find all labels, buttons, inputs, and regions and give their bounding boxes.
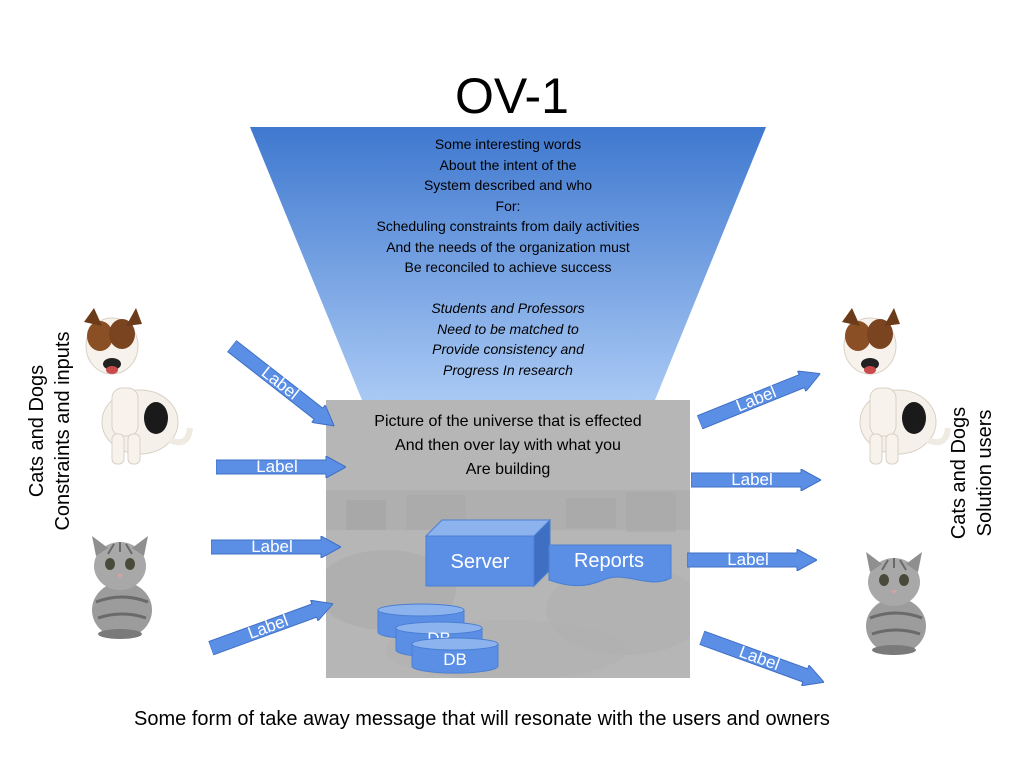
left-side-line1: Cats and Dogs (26, 364, 48, 498)
slide-title: OV-1 (455, 68, 569, 124)
funnel-line-blank (340, 278, 676, 299)
universe-line: Picture of the universe that is effected (374, 413, 642, 430)
funnel-line: And the needs of the organization must (386, 238, 630, 255)
funnel-line: About the intent of the (439, 156, 577, 173)
dog-icon-left (84, 308, 193, 465)
funnel-italic-line: Need to be matched to (437, 320, 579, 337)
left-arrow-label-3: Label (251, 537, 293, 556)
funnel-italic-line: Provide consistency and (432, 341, 584, 357)
funnel-text: Some interesting words About the intent … (340, 134, 676, 380)
left-side-line2: Constraints and inputs (52, 331, 74, 531)
right-arrow-label-2: Label (731, 470, 773, 489)
left-arrow-2: Label (216, 456, 346, 478)
universe-line: Are building (465, 461, 551, 478)
funnel-italic-line: Students and Professors (431, 300, 585, 316)
takeaway-message: Some form of take away message that will… (134, 708, 830, 730)
dog-icon-right (842, 308, 951, 465)
funnel-line: System described and who (423, 177, 593, 193)
left-arrow-label-2: Label (256, 457, 298, 476)
right-arrow-3: Label (687, 549, 817, 571)
reports-label: Reports (573, 550, 645, 572)
right-side-label: Cats and Dogs Solution users (946, 323, 1002, 623)
funnel-line: For: (495, 197, 521, 214)
server-label: Server (450, 551, 510, 573)
right-arrow-4: Label (698, 627, 828, 692)
left-arrow-4: Label (207, 593, 337, 658)
funnel-italic-line: Progress In research (443, 361, 573, 378)
funnel-line: Some interesting words (434, 136, 582, 152)
server-box (424, 518, 552, 588)
cat-icon-left (92, 536, 152, 639)
reports-shape (548, 544, 672, 587)
left-arrow-1: Label (225, 337, 341, 434)
right-side-line2: Solution users (974, 409, 996, 537)
right-arrow-1: Label (696, 363, 825, 432)
right-arrow-label-3: Label (727, 550, 769, 569)
left-side-label: Cats and Dogs Constraints and inputs (24, 281, 80, 581)
right-arrow-2: Label (691, 469, 821, 491)
left-arrow-3: Label (211, 536, 341, 558)
funnel-line: Scheduling constraints from daily activi… (376, 218, 640, 234)
cat-icon-right (866, 552, 926, 655)
universe-text: Picture of the universe that is effected… (326, 410, 690, 482)
db-label: DB (443, 650, 467, 669)
funnel-line: Be reconciled to achieve success (404, 259, 612, 275)
db-cylinder-3 (411, 637, 499, 674)
universe-line: And then over lay with what you (395, 437, 621, 454)
